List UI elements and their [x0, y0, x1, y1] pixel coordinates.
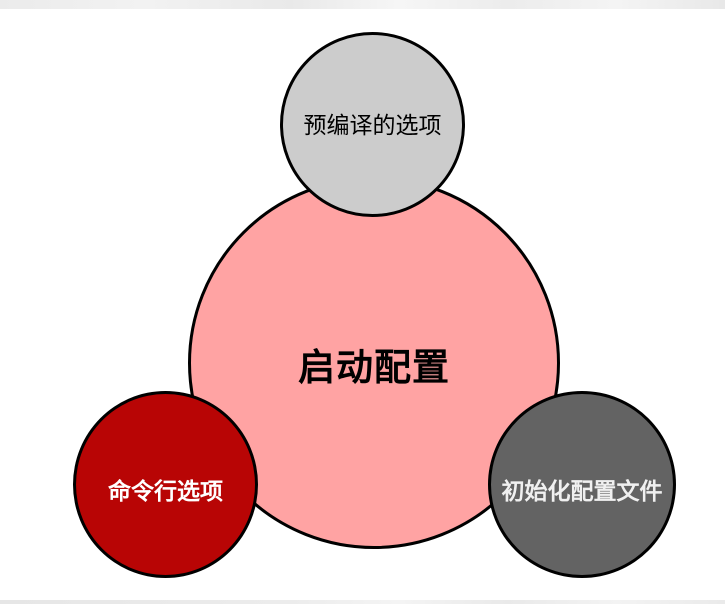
node-init-config-file: 初始化配置文件 — [488, 391, 676, 578]
node-precompiled-options: 预编译的选项 — [280, 32, 465, 217]
node-command-line-options: 命令行选项 — [73, 391, 258, 578]
top-background-band — [0, 0, 725, 9]
node-init-config-file-label: 初始化配置文件 — [501, 479, 663, 505]
bottom-background-band — [0, 600, 725, 604]
node-command-line-options-label: 命令行选项 — [108, 479, 223, 505]
center-node-label: 启动配置 — [298, 345, 450, 389]
node-precompiled-options-label: 预编译的选项 — [303, 113, 442, 139]
